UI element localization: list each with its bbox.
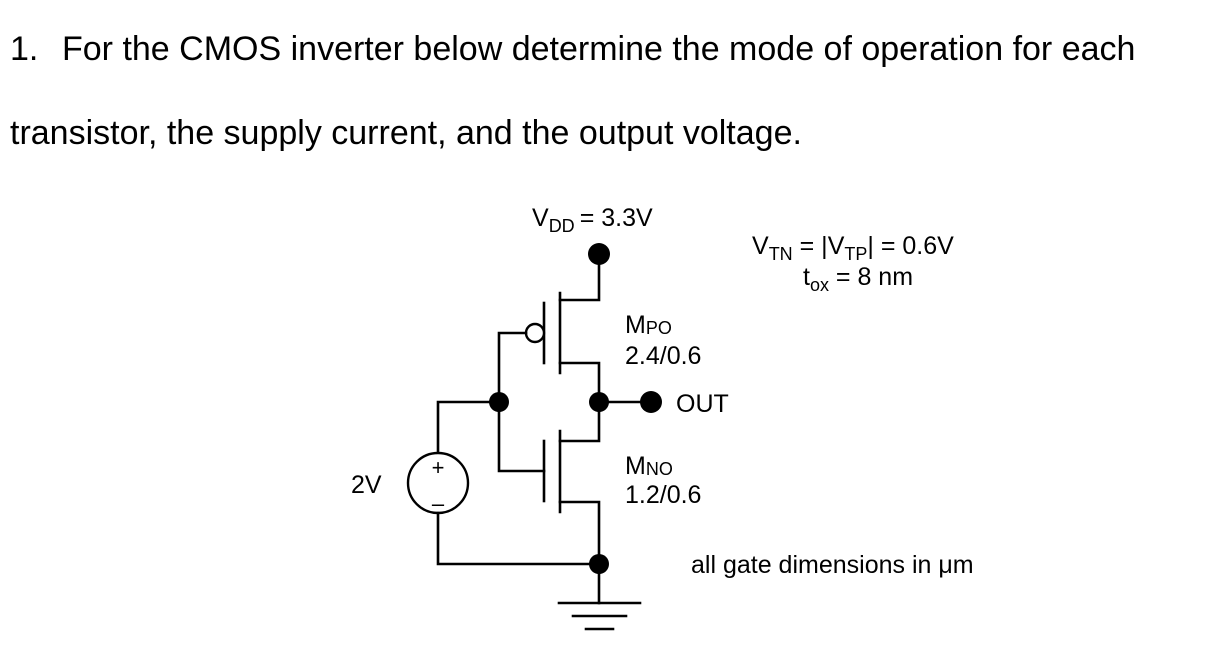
pmos-transistor: [524, 291, 601, 404]
output-terminal: [640, 391, 662, 413]
question-text-line-2: transistor, the supply current, and the …: [10, 114, 802, 152]
nmos-transistor: [542, 400, 601, 566]
nmos-name-label: MNO: [625, 452, 673, 480]
input-source-label: 2V: [351, 471, 382, 499]
question-line-1: 1. For the CMOS inverter below determine …: [10, 29, 1135, 69]
source-minus-sign: –: [432, 491, 445, 516]
pmos-name-label: MPO: [625, 311, 672, 339]
vdd-label: VDD= 3.3V: [532, 204, 653, 236]
question-line-2: transistor, the supply current, and the …: [10, 113, 802, 153]
pmos-dimensions-label: 2.4/0.6: [625, 342, 701, 370]
input-voltage-source: + –: [406, 451, 470, 516]
nmos-dimensions-label: 1.2/0.6: [625, 481, 701, 509]
source-plus-sign: +: [432, 455, 445, 480]
pmos-drain-wire: [558, 361, 601, 404]
ground-icon: [557, 562, 642, 631]
threshold-voltage-label: VTN = |VTP| = 0.6V: [752, 232, 954, 264]
pmos-inversion-bubble: [524, 322, 546, 344]
units-note: all gate dimensions in μm: [691, 551, 974, 579]
input-source-wire: [436, 400, 501, 454]
nmos-source-wire: [558, 500, 601, 566]
source-ground-wire: [436, 511, 601, 566]
question-text-line-1: For the CMOS inverter below determine th…: [62, 30, 1136, 68]
question-number: 1.: [10, 30, 39, 68]
output-label: OUT: [676, 390, 729, 418]
oxide-thickness-label: tox = 8 nm: [803, 263, 913, 295]
vdd-wire: [558, 252, 601, 302]
nmos-drain-wire: [558, 400, 601, 443]
